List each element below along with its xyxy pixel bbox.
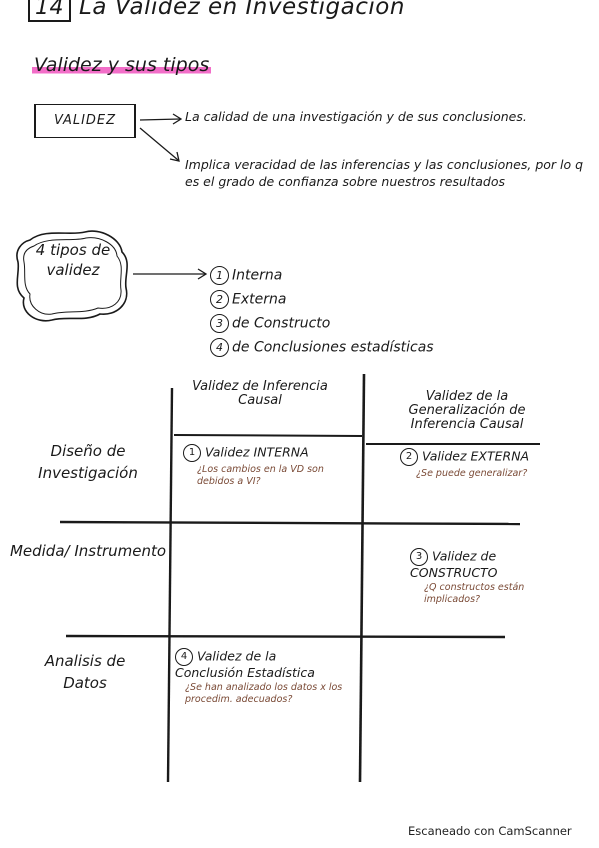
- grid-vertical-left: [166, 387, 174, 783]
- tipo-label-4: de Conclusiones estadísticas: [232, 339, 434, 356]
- grid-row-line-1: [59, 520, 521, 526]
- cell-title-estadistica: Validez de la Conclusión Estadística: [175, 648, 315, 680]
- cell-title-interna: Validez INTERNA: [205, 444, 309, 460]
- cell-question-interna: ¿Los cambios en la VD son debidos a VI?: [197, 464, 324, 487]
- matrix-row-header-diseno: Diseño de Investigación: [38, 442, 138, 482]
- cell-title-externa: Validez EXTERNA: [422, 448, 530, 464]
- cell-number-3: 3: [410, 548, 428, 566]
- matrix-row-header-analisis: Analisis de Datos: [44, 652, 126, 692]
- tipos-cloud-label: 4 tipos de validez: [35, 241, 111, 279]
- title-number: 14: [28, 0, 71, 22]
- arrowhead-3: [197, 268, 208, 280]
- grid-row-line-2: [65, 634, 506, 639]
- tipo-label-3: de Constructo: [232, 315, 331, 332]
- tipo-number-4: 4: [210, 338, 229, 357]
- tipo-label-2: Externa: [232, 291, 287, 308]
- title-text: La Validez en Investigación: [79, 0, 405, 20]
- validez-box: VALIDEZ: [34, 104, 136, 138]
- arrowhead-2: [169, 151, 180, 162]
- grid-vertical-right: [358, 373, 366, 783]
- matrix-row-header-medida: Medida/ Instrumento: [9, 542, 167, 560]
- tipo-number-2: 2: [210, 290, 229, 309]
- cell-question-estadistica: ¿Se han analizado los datos x los proced…: [185, 682, 343, 705]
- cell-title-constructo: Validez de CONSTRUCTO: [410, 548, 498, 580]
- tipo-number-3: 3: [210, 314, 229, 333]
- tipo-label-1: Interna: [232, 267, 283, 284]
- tipo-number-1: 1: [210, 266, 229, 285]
- cell-question-externa: ¿Se puede generalizar?: [416, 468, 528, 479]
- arrowhead-1: [172, 113, 183, 125]
- section-subtitle: Validez y sus tipos: [32, 54, 212, 76]
- cell-question-constructo: ¿Q constructos están implicados?: [424, 582, 525, 605]
- cell-number-2: 2: [400, 448, 418, 466]
- page-title: 14 La Validez en Investigación: [28, 0, 405, 22]
- grid-header-line-left: [173, 434, 363, 437]
- definition-1: La calidad de una investigación y de sus…: [185, 109, 527, 124]
- scanner-watermark: Escaneado con CamScanner: [408, 824, 572, 838]
- tipos-cloud-outline: [16, 230, 128, 322]
- matrix-column-header-generalizacion: Validez de la Generalización de Inferenc…: [408, 389, 526, 432]
- cell-number-4: 4: [175, 648, 193, 666]
- cell-number-1: 1: [183, 444, 201, 462]
- definition-2: Implica veracidad de las inferencias y l…: [185, 157, 584, 189]
- arrow-to-definition-1: [139, 118, 181, 121]
- subtitle-highlight: Validez y sus tipos: [32, 54, 212, 76]
- arrow-to-definition-2: [139, 127, 179, 161]
- tipos-cloud-inner: [23, 237, 122, 315]
- matrix-column-header-causal: Validez de Inferencia Causal: [192, 379, 328, 408]
